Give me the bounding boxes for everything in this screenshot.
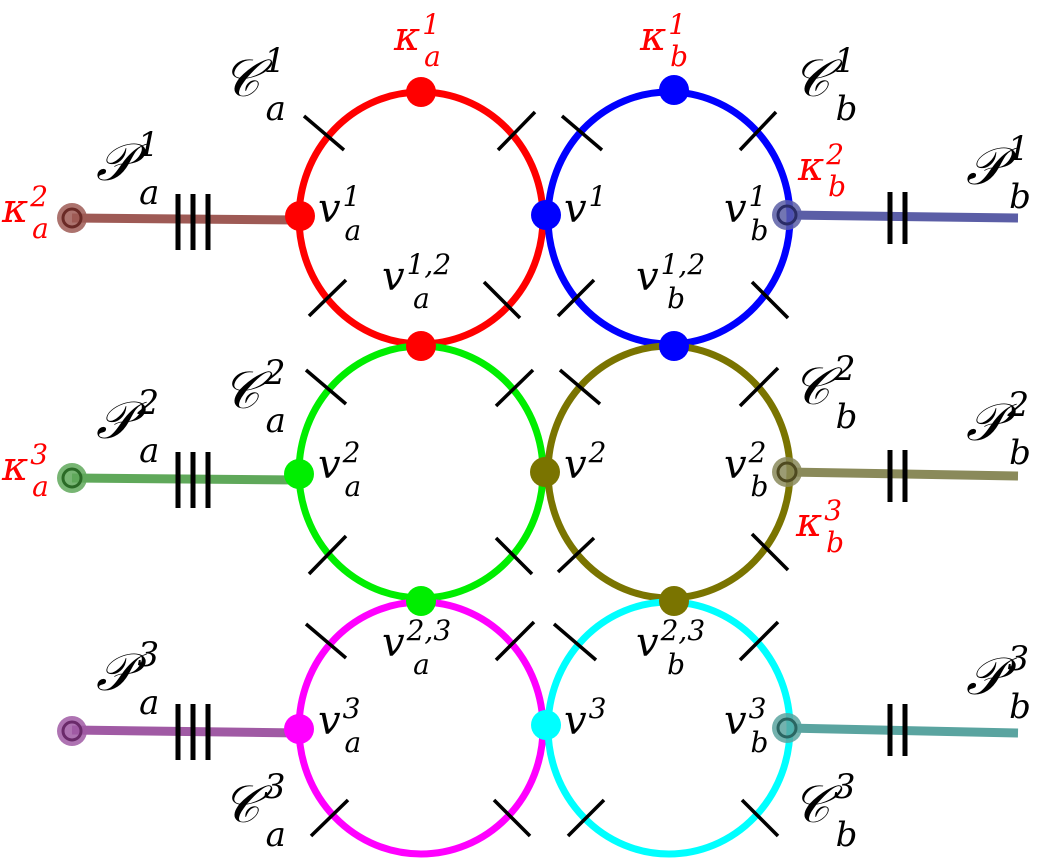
cross-mark <box>740 798 780 838</box>
cross-mark <box>556 278 596 318</box>
cross-mark <box>492 798 532 838</box>
label-v-2: v2 <box>564 436 606 488</box>
cross-mark <box>302 114 346 152</box>
vertex-kappa-a-2 <box>57 203 87 233</box>
cross-mark <box>738 110 778 152</box>
cross-mark <box>738 366 780 408</box>
cross-mark <box>556 536 596 574</box>
vertex-v-b-3 <box>772 713 802 743</box>
triple-bar-P-a-2 <box>175 452 211 508</box>
cross-mark <box>304 622 348 660</box>
vertex-v-b-23 <box>659 586 689 616</box>
label-v-3: v3 <box>564 692 606 744</box>
vertex-v-2 <box>530 457 560 487</box>
vertex-v-b-2 <box>772 457 802 487</box>
vertex-v-b-12 <box>659 331 689 361</box>
cross-mark <box>494 368 535 408</box>
cross-mark <box>309 798 350 838</box>
vertex-kappa-b-1 <box>659 75 689 105</box>
vertex-v-3 <box>531 710 561 740</box>
path-edge-P-a-1 <box>71 213 301 225</box>
vertex-kappa-a-3 <box>57 463 87 493</box>
vertex-P-a-3-end <box>57 716 87 746</box>
cross-mark <box>307 534 348 576</box>
path-edge-P-a-3 <box>71 725 301 738</box>
double-bar-P-b-3 <box>887 704 908 756</box>
cross-mark <box>482 280 522 320</box>
cross-mark <box>750 280 790 320</box>
vertex-kappa-a-1 <box>406 77 436 107</box>
cross-mark <box>750 532 790 572</box>
cross-mark <box>496 110 537 152</box>
double-bar-P-b-2 <box>887 450 908 502</box>
cross-mark <box>558 368 602 406</box>
vertex-v-1 <box>531 200 561 230</box>
cross-mark <box>560 114 604 152</box>
vertex-v-a-2 <box>284 459 314 489</box>
edge-bar-marks <box>175 192 908 760</box>
cross-mark <box>304 368 348 406</box>
cycle-cross-marks <box>302 110 790 838</box>
cross-mark <box>566 798 606 838</box>
vertex-v-b-1 <box>772 200 802 230</box>
double-bar-P-b-1 <box>887 192 908 244</box>
cross-mark <box>494 536 534 576</box>
cross-mark <box>494 620 536 662</box>
vertex-v-a-3 <box>284 714 314 744</box>
triple-bar-P-a-3 <box>175 704 211 760</box>
vertices <box>57 75 802 746</box>
path-edge-P-a-2 <box>71 473 301 485</box>
cross-mark <box>307 278 348 318</box>
label-v-1: v1 <box>564 180 606 232</box>
vertex-v-a-1 <box>285 201 315 231</box>
cross-mark <box>738 620 780 662</box>
vertex-v-a-12 <box>406 331 436 361</box>
vertex-v-a-23 <box>406 586 436 616</box>
triple-bar-P-a-1 <box>175 194 211 250</box>
cross-mark <box>552 622 598 662</box>
